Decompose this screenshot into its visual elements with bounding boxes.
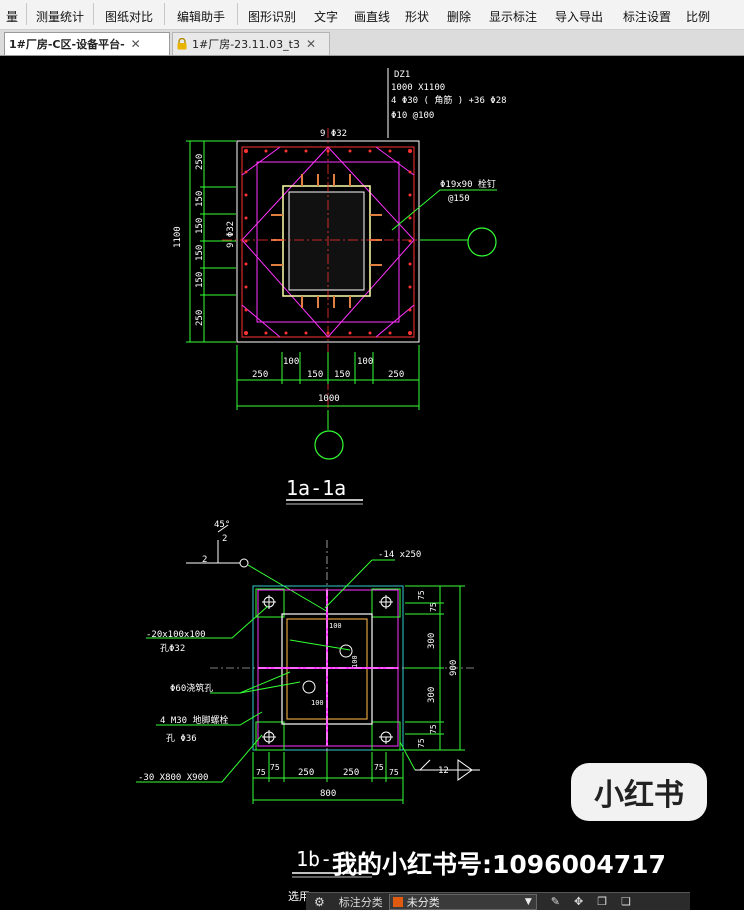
- tab-label: 1#厂房-C区-设备平台-: [9, 38, 125, 51]
- xiaohongshu-badge: 小红书: [571, 763, 707, 821]
- tab-label: 1#厂房-23.11.03_t3: [192, 38, 300, 51]
- toolbar-item-draw-line[interactable]: 画直线: [354, 9, 391, 24]
- dim-100: 100: [351, 655, 359, 668]
- width-dim: 150: [307, 370, 323, 380]
- height-b-dim: 300: [427, 687, 437, 703]
- height-b-total: 900: [449, 660, 459, 676]
- toolbar-separator: [93, 3, 94, 25]
- base-plate-label: -30 X800 X900: [138, 773, 208, 783]
- toolbar-separator: [237, 3, 238, 25]
- drawing-canvas[interactable]: DZ1 1000 X1100 4 Φ30 ( 角筋 ) +36 Φ28 Φ10 …: [0, 56, 744, 910]
- width-total-dim: 1000: [318, 394, 340, 404]
- toolbar-item-compare[interactable]: 图纸对比: [104, 9, 153, 24]
- width-b-dim: 75: [389, 768, 399, 777]
- height-dim: 150: [195, 245, 205, 261]
- toolbar-item-import-export[interactable]: 导入导出: [554, 9, 603, 24]
- weld-right-label: 12: [438, 766, 449, 776]
- section-1b-title: 1b-: [296, 847, 332, 871]
- width-dim: 250: [252, 370, 268, 380]
- toolbar-item-edit-assistant[interactable]: 编辑助手: [176, 9, 225, 24]
- height-b-dim: 300: [427, 633, 437, 649]
- width-dim: 100: [357, 357, 373, 367]
- height-b-dim: 75: [417, 590, 426, 600]
- column-code-label: DZ1: [394, 70, 410, 80]
- toolbar-item-annotation-settings[interactable]: 标注设置: [622, 9, 671, 24]
- width-b-total: 800: [320, 789, 336, 799]
- plate-top-label: -14 x250: [378, 550, 421, 560]
- dim-100: 100: [311, 699, 324, 707]
- edit-icon[interactable]: ✎: [550, 895, 560, 908]
- height-b-dim: 75: [429, 602, 438, 612]
- section-1b: 45° 2 2: [136, 520, 480, 903]
- toolbar-item-measure-stats[interactable]: 测量统计: [35, 9, 84, 24]
- copy-icon[interactable]: ❐: [597, 895, 608, 908]
- lock-icon: [177, 37, 187, 50]
- plate-stiff-label: -20x100x100: [146, 630, 206, 640]
- tab-document-1[interactable]: 1#厂房-C区-设备平台- ✕: [4, 32, 170, 55]
- category-select-value: 未分类: [406, 895, 440, 909]
- stud-label: Φ19x90 栓钉: [440, 178, 496, 190]
- axis-bubble: [314, 430, 344, 460]
- height-b-dim: 75: [429, 724, 438, 734]
- section-1a-title: 1a-1a: [286, 476, 346, 500]
- width-dim: 150: [334, 370, 350, 380]
- bolts-label: 4 M30 地脚螺栓: [160, 714, 229, 726]
- toolbar-item-measure[interactable]: 量: [5, 9, 18, 24]
- paste-icon[interactable]: ❏: [621, 895, 631, 908]
- toolbar: 量 测量统计 图纸对比 编辑助手 图形识别 文字 画直线 形状 删除 显示标注 …: [0, 0, 744, 30]
- toolbar-item-show-annotations[interactable]: 显示标注: [488, 9, 537, 24]
- column-size-label: 1000 X1100: [391, 83, 445, 93]
- width-b-dim: 75: [270, 763, 280, 772]
- close-icon[interactable]: ✕: [305, 37, 317, 51]
- watermark-text: 我的小红书号:1096004717: [332, 850, 666, 879]
- weld-size-label: 2: [202, 555, 207, 565]
- toolbar-item-delete[interactable]: 删除: [446, 9, 471, 24]
- width-b-dim: 250: [343, 768, 359, 778]
- angle-label: 45°: [214, 520, 230, 530]
- weld-size-label: 2: [222, 534, 227, 544]
- height-dim: 150: [195, 218, 205, 234]
- width-dim: 250: [388, 370, 404, 380]
- stirrup-label: Φ10 @100: [391, 111, 434, 121]
- height-dim: 250: [195, 154, 205, 170]
- category-label: 标注分类: [338, 895, 383, 909]
- dim-100: 100: [329, 622, 342, 630]
- toolbar-item-shape-recognition[interactable]: 图形识别: [247, 9, 296, 24]
- annotation-category-bar: ⚙ 标注分类 未分类 ▼ ✎ ✥ ❐ ❏: [306, 892, 690, 910]
- color-swatch: [392, 896, 403, 907]
- rebar-main-label: 4 Φ30 ( 角筋 ) +36 Φ28: [391, 94, 507, 106]
- plate-hole-label: 孔Φ32: [160, 643, 185, 654]
- toolbar-item-scale[interactable]: 比例: [686, 9, 711, 24]
- bolt-hole-label: 孔 Φ36: [166, 733, 197, 744]
- height-dim: 150: [195, 272, 205, 288]
- close-icon[interactable]: ✕: [130, 37, 141, 51]
- tab-document-2[interactable]: 1#厂房-23.11.03_t3 ✕: [172, 32, 330, 55]
- section-1a: DZ1 1000 X1100 4 Φ30 ( 角筋 ) +36 Φ28 Φ10 …: [173, 68, 507, 505]
- toolbar-item-shape[interactable]: 形状: [404, 9, 429, 24]
- cad-drawing: DZ1 1000 X1100 4 Φ30 ( 角筋 ) +36 Φ28 Φ10 …: [136, 68, 507, 903]
- height-dim: 150: [195, 191, 205, 207]
- toolbar-separator: [26, 3, 27, 25]
- width-dim: 100: [283, 357, 299, 367]
- toolbar-item-text[interactable]: 文字: [313, 9, 338, 24]
- vent-hole-label: Φ60浇筑孔: [170, 682, 213, 694]
- height-total-dim: 1100: [173, 226, 183, 248]
- gear-icon[interactable]: ⚙: [314, 894, 325, 909]
- width-b-dim: 250: [298, 768, 314, 778]
- height-b-dim: 75: [417, 738, 426, 748]
- width-b-dim: 75: [374, 763, 384, 772]
- top-bars-label: 9 Φ32: [320, 129, 347, 139]
- move-icon[interactable]: ✥: [573, 895, 584, 908]
- category-select[interactable]: 未分类 ▼: [388, 893, 537, 910]
- stud-spacing-label: @150: [448, 194, 470, 204]
- document-tabs: 1#厂房-C区-设备平台- ✕ 1#厂房-23.11.03_t3 ✕: [0, 30, 744, 56]
- axis-bubble: [467, 227, 497, 257]
- toolbar-separator: [164, 3, 165, 25]
- width-b-dim: 75: [256, 768, 266, 777]
- chevron-down-icon: ▼: [524, 896, 532, 907]
- height-dim: 250: [195, 310, 205, 326]
- side-bars-label: 9 Φ32: [226, 221, 236, 248]
